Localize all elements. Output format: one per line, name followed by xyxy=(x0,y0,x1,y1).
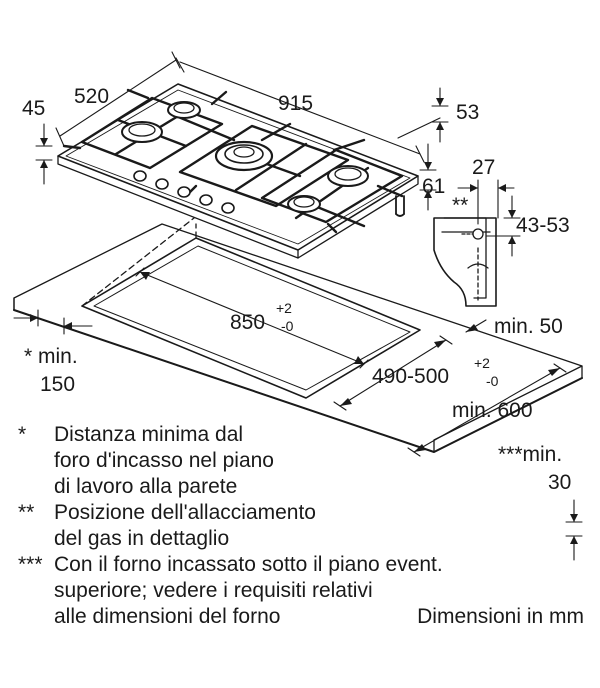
gas-connection-point xyxy=(395,195,405,217)
dim-520: 520 xyxy=(74,85,109,108)
dim-min-30-value: 30 xyxy=(548,471,571,494)
footnote-2: ** Posizione dell'allacciamento del gas … xyxy=(18,500,578,552)
footnote-2-line-2: del gas in dettaglio xyxy=(54,527,230,550)
dimension-arrows xyxy=(30,98,578,544)
dim-490-tol-minus: -0 xyxy=(486,373,499,389)
dim-27: 27 xyxy=(472,156,495,179)
dim-850-tol-plus: +2 xyxy=(276,300,292,316)
dim-850: 850 xyxy=(230,311,265,334)
dim-490-500: 490-500 xyxy=(372,365,449,388)
dim-gas-marker: ** xyxy=(452,194,468,217)
footnote-3-line-1: Con il forno incassato sotto il piano ev… xyxy=(54,553,443,576)
dim-min-150-value: 150 xyxy=(40,373,75,396)
footnote-3: *** Con il forno incassato sotto il pian… xyxy=(18,552,578,630)
footnote-2-mark: ** xyxy=(18,501,35,524)
dim-min-600: min. 600 xyxy=(452,399,533,422)
footnote-2-line-1: Posizione dell'allacciamento xyxy=(54,501,316,524)
dim-490-500-group: 490-500 +2 -0 xyxy=(372,355,499,389)
footnotes: * Distanza minima dal foro d'incasso nel… xyxy=(18,422,578,630)
dim-43-53: 43-53 xyxy=(516,214,570,237)
footnote-1-line-2: foro d'incasso nel piano xyxy=(54,449,274,472)
dim-61: 61 xyxy=(422,175,445,198)
burner-medium-right xyxy=(327,165,369,187)
dim-490-tol-plus: +2 xyxy=(474,355,490,371)
footnote-3-line-3: alle dimensioni del forno xyxy=(54,605,281,628)
gas-connection-detail xyxy=(433,217,497,307)
dim-850-tol-minus: -0 xyxy=(281,318,294,334)
burner-small-front xyxy=(287,195,321,213)
dim-min-30-label: ***min. xyxy=(498,443,562,466)
dim-850-group: 850 +2 -0 xyxy=(230,300,294,334)
control-knobs xyxy=(133,170,235,214)
units-caption: Dimensioni in mm xyxy=(417,605,584,628)
footnote-3-mark: *** xyxy=(18,553,43,576)
burner-medium-left xyxy=(121,121,163,143)
burner-small-rear xyxy=(167,101,201,119)
footnote-1-mark: * xyxy=(18,423,27,446)
dim-min-150-label: * min. xyxy=(24,345,78,368)
worktop-cutout xyxy=(81,237,421,399)
footnote-3-line-2: superiore; vedere i requisiti relativi xyxy=(54,579,373,602)
dim-45: 45 xyxy=(22,97,45,120)
gas-hob xyxy=(57,83,419,259)
dim-min-50: min. 50 xyxy=(494,315,563,338)
burner-wok-center xyxy=(214,140,274,172)
dim-53: 53 xyxy=(456,101,479,124)
projection-lines xyxy=(81,217,197,307)
dim-915: 915 xyxy=(278,92,313,115)
footnote-1-line-3: di lavoro alla parete xyxy=(54,475,238,498)
footnote-1-line-1: Distanza minima dal xyxy=(54,423,244,446)
footnote-1: * Distanza minima dal foro d'incasso nel… xyxy=(18,422,578,500)
